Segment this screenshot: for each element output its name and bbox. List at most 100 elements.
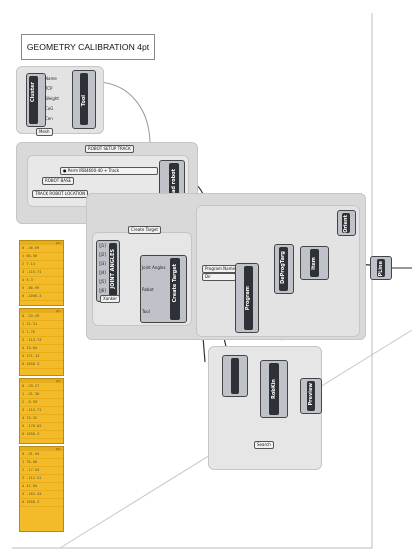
panel-4-row: 1 76.66: [20, 459, 63, 467]
panel-2-row: 1 31.31: [20, 321, 63, 329]
panel-2-header: {0}: [20, 309, 63, 313]
panel-3-row: 3 -115.71: [20, 407, 63, 415]
split-node[interactable]: [222, 355, 248, 397]
preview-label: Preview: [308, 383, 314, 406]
pline-node[interactable]: PLine: [370, 256, 392, 280]
load-robot-core: Load robot: [169, 163, 179, 209]
robkin-label: RobKin: [271, 379, 277, 400]
tool-core: Tool: [80, 73, 88, 125]
robkin-node[interactable]: RobKin: [260, 360, 288, 418]
tool-node[interactable]: Tool: [72, 70, 96, 129]
robkin-core: RobKin: [269, 363, 279, 415]
panel-4-row: 2 -17.94: [20, 467, 63, 475]
joint-values-panel-1[interactable]: {0} 0 -36.69 1 66.56 2 7.14 3 -115.71 4 …: [19, 240, 64, 306]
panel-1-row: 4 5.3: [20, 277, 63, 285]
robot-value-icon: ●: [63, 168, 67, 173]
joint-angles-label: JOINT ANGLES: [110, 249, 116, 289]
create-target-header: Create Target: [128, 226, 161, 234]
panel-2-row: 0 -33.49: [20, 313, 63, 321]
joint-input-1: [J1]: [99, 243, 106, 248]
mesh-button[interactable]: Mesh: [36, 128, 53, 136]
robot-base-label: ROBOT BASE: [42, 177, 75, 185]
pline-label: PLine: [378, 261, 384, 277]
panel-1-row: 3 -115.71: [20, 269, 63, 277]
panel-3-row: 5 -176.62: [20, 423, 63, 431]
deprog-label: DeProgTarg: [280, 251, 286, 284]
panel-1-row: 2 7.14: [20, 261, 63, 269]
panel-4-row: 5 -161.44: [20, 491, 63, 499]
panel-3-row: 1 -31.36: [20, 391, 63, 399]
cluster-output-cog: CoG: [45, 106, 54, 111]
program-name-label: Program Name: [202, 265, 238, 273]
panel-1-row: 0 -36.69: [20, 245, 63, 253]
joint-angles-core: JOINT ANGLES: [109, 243, 117, 299]
panel-3-row: 0 -29.27: [20, 383, 63, 391]
cluster-output-weight: Weight: [45, 96, 59, 101]
program-label: Program: [245, 286, 251, 311]
split-core: [231, 358, 239, 394]
orient-core: Orient: [342, 213, 350, 233]
panel-3-row: 6 1056.3: [20, 431, 63, 439]
program-core: Program: [244, 266, 253, 330]
cluster-label: Cluster: [30, 82, 36, 103]
item-label: Item: [311, 257, 317, 270]
cluster-output-cen: Cen: [45, 116, 53, 121]
panel-3-row: 2 -9.59: [20, 399, 63, 407]
program-node[interactable]: Program: [235, 263, 259, 333]
deprog-node[interactable]: DeProgTarg: [274, 244, 294, 294]
robot-value-text: Perm IRB4600-40 + Track: [67, 168, 120, 173]
panel-2-row: 3 -113.73: [20, 337, 63, 345]
panel-4-row: 4 41.04: [20, 483, 63, 491]
panel-2-row: 2 7.76: [20, 329, 63, 337]
robot-value-panel[interactable]: ● Perm IRB4600-40 + Track: [60, 167, 158, 175]
panel-2-row: 4 15.04: [20, 345, 63, 353]
panel-2-row: 5 171.13: [20, 353, 63, 361]
preview-node[interactable]: Preview: [300, 378, 322, 414]
panel-2-row: 6 1056.3: [20, 361, 63, 369]
panel-1-header: {0}: [20, 241, 63, 245]
panel-3-row: 4 74.32: [20, 415, 63, 423]
create-target-core: Create Target: [170, 258, 180, 320]
program-name-value[interactable]: Dir: [202, 273, 236, 281]
joint-input-4: [J4]: [99, 270, 106, 275]
search-button[interactable]: Search: [254, 441, 274, 449]
item-node[interactable]: Item: [300, 246, 329, 280]
create-target-label: Create Target: [172, 264, 178, 303]
create-target-input-joint-angles: Joint Angles: [142, 265, 166, 270]
panel-4-row: 3 -112.41: [20, 475, 63, 483]
create-target-input-tool: Tool: [142, 309, 150, 314]
cluster-node[interactable]: Cluster: [26, 73, 46, 127]
joint-input-2: [J2]: [99, 252, 106, 257]
tool-label: Tool: [81, 95, 87, 107]
panel-4-row: 6 1056.3: [20, 499, 63, 507]
panel-1-row: 1 66.56: [20, 253, 63, 261]
track-robot-location[interactable]: TRACK ROBOT LOCATION: [32, 190, 89, 198]
panel-4-header: {0}: [20, 447, 63, 451]
orient-label: Orient: [343, 215, 349, 233]
joint-input-6: [J6]: [99, 288, 106, 293]
create-target-node[interactable]: Create Target: [140, 255, 187, 323]
orient-node[interactable]: Orient: [337, 210, 356, 236]
panel-3-header: {0}: [20, 379, 63, 383]
joint-values-panel-4[interactable]: {0} 0 -31.94 1 76.66 2 -17.94 3 -112.41 …: [19, 446, 64, 532]
pline-core: PLine: [377, 259, 385, 277]
joint-values-panel-3[interactable]: {0} 0 -29.27 1 -31.36 2 -9.59 3 -115.71 …: [19, 378, 64, 444]
joint-input-5: [J5]: [99, 279, 106, 284]
preview-core: Preview: [307, 381, 315, 411]
cluster-output-name: Name: [45, 76, 57, 81]
robot-setup-group-label: ROBOT SETUP TRACK: [85, 145, 134, 153]
panel-4-row: 0 -31.94: [20, 451, 63, 459]
xanker-label: Xanker: [100, 295, 121, 303]
panel-1-row: 6 -1056.3: [20, 293, 63, 301]
cluster-core: Cluster: [29, 76, 38, 124]
joint-input-3: [J3]: [99, 261, 106, 266]
deprog-core: DeProgTarg: [279, 247, 288, 291]
canvas-title: GEOMETRY CALIBRATION 4pt: [21, 34, 155, 60]
cluster-output-tcp: TCP: [45, 86, 53, 91]
joint-angles-node[interactable]: JOINT ANGLES: [96, 240, 120, 302]
panel-1-row: 5 -66.99: [20, 285, 63, 293]
item-core: Item: [310, 249, 319, 277]
create-target-input-robot: Robot: [142, 287, 154, 292]
joint-values-panel-2[interactable]: {0} 0 -33.49 1 31.31 2 7.76 3 -113.73 4 …: [19, 308, 64, 376]
